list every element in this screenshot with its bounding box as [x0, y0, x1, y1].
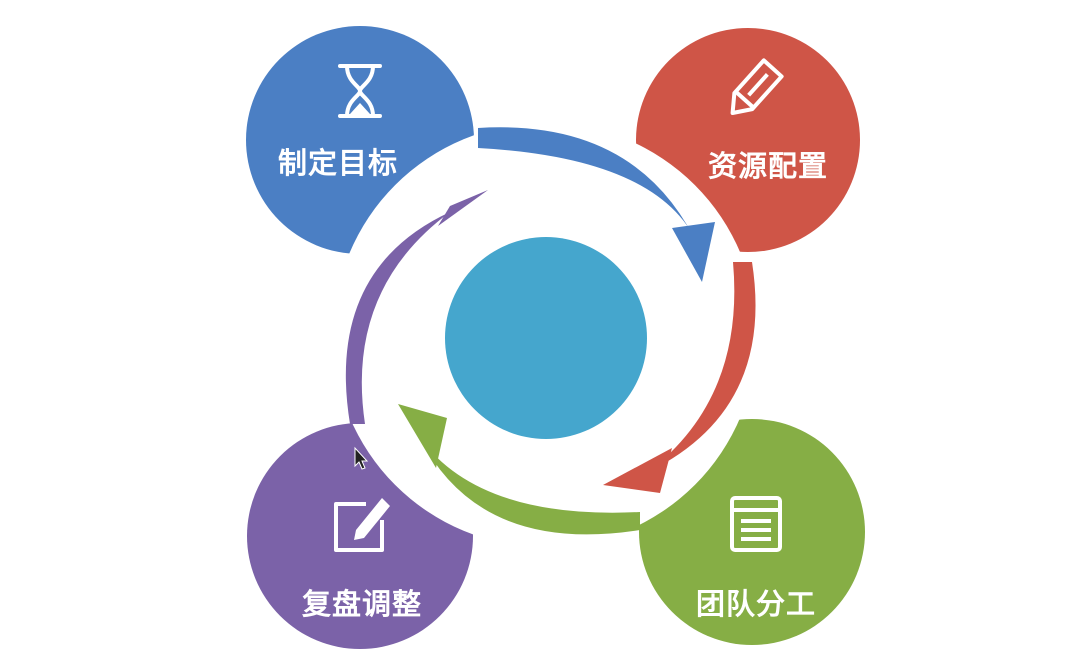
arrow-goal-to-resources	[478, 127, 715, 282]
pencil-icon	[730, 58, 784, 116]
center-circle	[445, 237, 647, 439]
cursor-icon	[354, 446, 369, 470]
arrow-resources-to-team	[603, 262, 756, 493]
stage-label-review: 复盘调整	[302, 587, 422, 621]
arrow-review-to-goal	[345, 190, 488, 424]
stage-label-resources: 资源配置	[708, 149, 828, 183]
stage-label-team: 团队分工	[696, 587, 816, 621]
stage-label-goal: 制定目标	[278, 146, 398, 180]
hourglass-icon	[338, 64, 382, 118]
document-icon	[730, 496, 782, 552]
arrow-team-to-review	[398, 404, 640, 535]
edit-square-icon	[334, 498, 390, 552]
